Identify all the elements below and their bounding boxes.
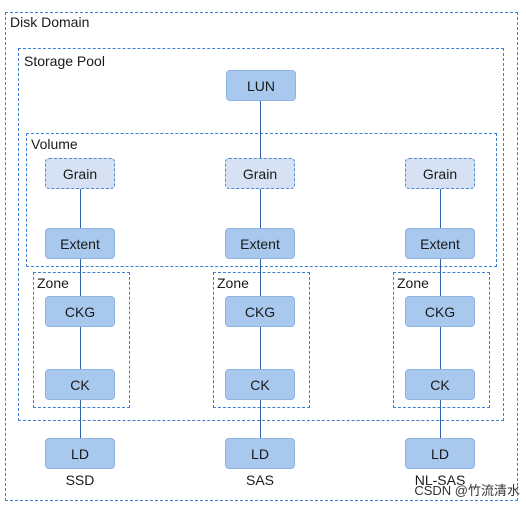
grain-node-ssd: Grain bbox=[45, 158, 115, 189]
volume-frame bbox=[26, 133, 497, 267]
ckg-node-nl-sas: CKG bbox=[405, 296, 475, 327]
tier-label-nl-sas: NL-SAS bbox=[414, 472, 466, 488]
zone-frame-sas bbox=[213, 272, 310, 408]
zone-frame-nl-sas bbox=[393, 272, 490, 408]
zone-label-nl-sas: Zone bbox=[397, 275, 429, 291]
ck-node-ssd: CK bbox=[45, 369, 115, 400]
zone-frame-ssd bbox=[33, 272, 130, 408]
ld-node-nl-sas: LD bbox=[405, 438, 475, 469]
grain-node-sas: Grain bbox=[225, 158, 295, 189]
ld-node-ssd: LD bbox=[45, 438, 115, 469]
lun-node: LUN bbox=[226, 70, 296, 101]
tier-label-ssd: SSD bbox=[65, 472, 95, 488]
ckg-node-ssd: CKG bbox=[45, 296, 115, 327]
extent-node-nl-sas: Extent bbox=[405, 228, 475, 259]
ck-node-sas: CK bbox=[225, 369, 295, 400]
connector-lun-grain bbox=[260, 101, 262, 159]
disk-domain-label: Disk Domain bbox=[10, 14, 90, 30]
disk-domain-frame bbox=[5, 12, 518, 501]
zone-label-sas: Zone bbox=[217, 275, 249, 291]
ld-node-sas: LD bbox=[225, 438, 295, 469]
grain-node-nl-sas: Grain bbox=[405, 158, 475, 189]
zone-label-ssd: Zone bbox=[37, 275, 69, 291]
tier-label-sas: SAS bbox=[245, 472, 274, 488]
ckg-node-sas: CKG bbox=[225, 296, 295, 327]
storage-pool-label: Storage Pool bbox=[24, 53, 105, 69]
volume-label: Volume bbox=[31, 136, 78, 152]
ck-node-nl-sas: CK bbox=[405, 369, 475, 400]
extent-node-sas: Extent bbox=[225, 228, 295, 259]
watermark-text: CSDN @竹流清水 bbox=[414, 483, 520, 498]
extent-node-ssd: Extent bbox=[45, 228, 115, 259]
